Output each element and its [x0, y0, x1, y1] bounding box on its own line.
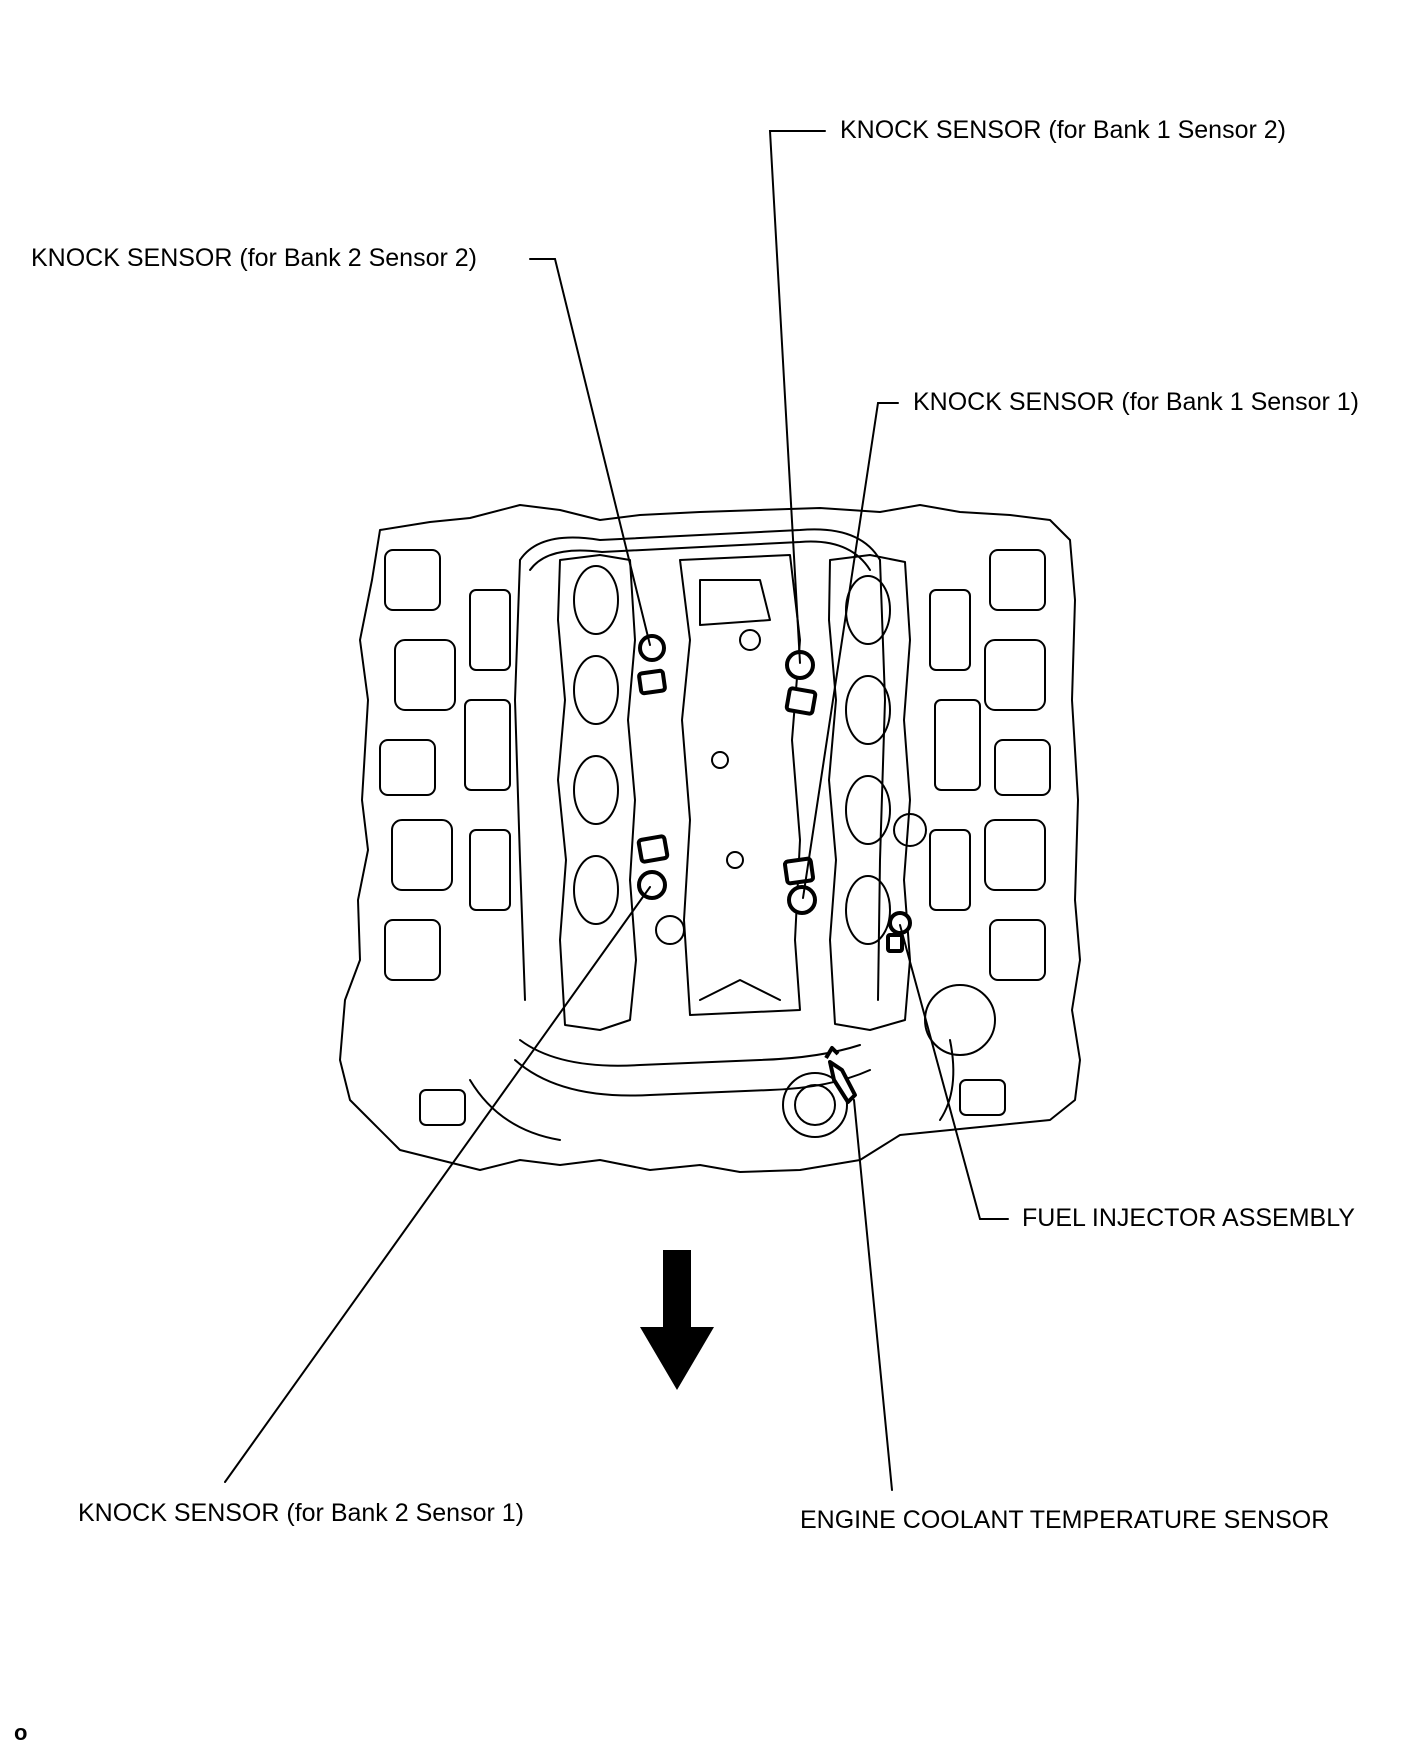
coolant-sensor-label: ENGINE COOLANT TEMPERATURE SENSOR	[800, 1506, 1330, 1534]
knock-sensor-b2s2-label: KNOCK SENSOR (for Bank 2 Sensor 2)	[31, 244, 477, 272]
knock-sensor-b2s1-shape	[636, 834, 670, 900]
engine-drawing	[339, 504, 1081, 1173]
leader-b1s2	[768, 130, 826, 664]
figure-code: o	[14, 1720, 28, 1745]
leader-ect	[853, 1099, 893, 1491]
knock-sensor-b2s1-label: KNOCK SENSOR (for Bank 2 Sensor 1)	[78, 1499, 524, 1527]
arrow-down-icon	[640, 1250, 714, 1390]
coolant-sensor-shape	[824, 1046, 857, 1104]
fuel-injector-label: FUEL INJECTOR ASSEMBLY	[1022, 1204, 1355, 1232]
leader-lines	[224, 130, 1009, 1491]
knock-sensor-b1s1-shape	[782, 856, 817, 915]
knock-sensor-b2s2-shape	[637, 634, 667, 696]
sensor-highlights	[636, 634, 912, 1104]
leader-b2s1	[224, 886, 651, 1483]
leader-b2s2	[529, 258, 651, 646]
fuel-injector-shape	[886, 911, 912, 953]
leader-b1s1	[802, 402, 899, 899]
leader-fuel	[899, 924, 1009, 1220]
knock-sensor-b1s2-label: KNOCK SENSOR (for Bank 1 Sensor 2)	[840, 116, 1286, 144]
knock-sensor-b1s1-label: KNOCK SENSOR (for Bank 1 Sensor 1)	[913, 388, 1359, 416]
knock-sensor-b1s2-shape	[784, 650, 818, 716]
